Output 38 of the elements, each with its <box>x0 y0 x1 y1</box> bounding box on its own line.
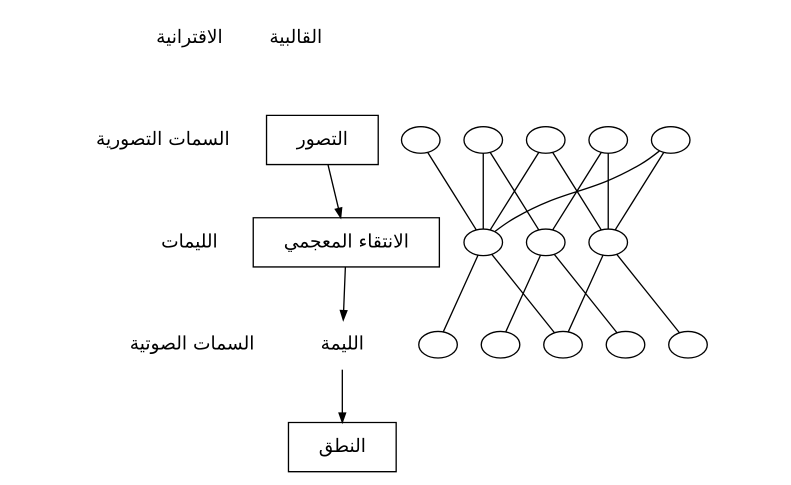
label: الليمات <box>161 230 218 252</box>
node-circle <box>588 126 628 154</box>
connector <box>490 152 540 230</box>
connector <box>614 152 664 230</box>
connector <box>442 254 478 332</box>
connector <box>494 150 660 232</box>
node-circle <box>588 228 628 256</box>
node-box: الانتقاء المعجمي <box>252 216 440 268</box>
label: السمات التصورية <box>96 128 230 150</box>
label: السمات الصوتية <box>130 333 254 354</box>
connector <box>616 253 680 332</box>
label: القالبية <box>269 26 322 48</box>
label: الاقترانية <box>156 26 223 48</box>
node-circle <box>463 228 504 256</box>
node-circle <box>463 126 504 154</box>
node-circle <box>668 330 708 358</box>
node-circle <box>400 126 441 154</box>
connector <box>482 153 484 228</box>
connector <box>491 253 555 332</box>
connector <box>505 254 541 332</box>
node-box: النطق <box>288 421 397 472</box>
node-circle <box>480 330 520 358</box>
node-circle <box>418 330 458 358</box>
arrow <box>339 266 348 322</box>
connector <box>608 153 609 228</box>
node-circle <box>650 126 691 154</box>
node-text: الليمة <box>320 333 364 354</box>
node-circle <box>606 330 646 358</box>
connector <box>427 152 477 230</box>
connector <box>568 254 604 332</box>
node-circle <box>543 330 583 358</box>
node-circle <box>526 126 566 154</box>
connector <box>552 152 602 230</box>
node-circle <box>526 228 566 256</box>
connector <box>554 253 618 332</box>
arrow <box>327 164 342 219</box>
node-box: التصور <box>266 114 379 165</box>
arrow <box>338 369 347 424</box>
